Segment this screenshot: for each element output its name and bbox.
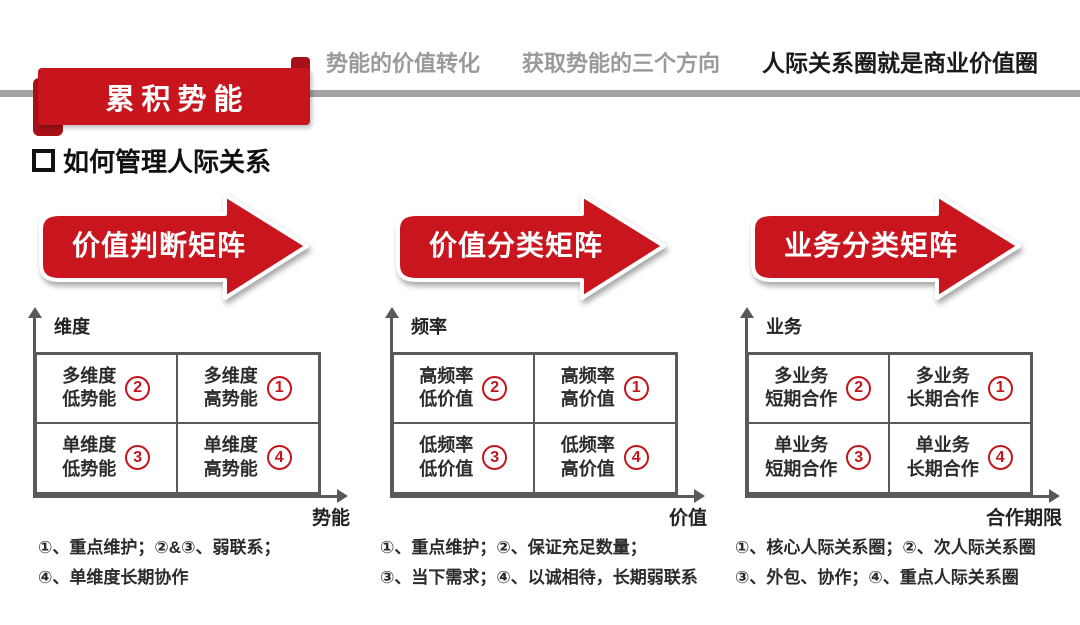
- matrix-cell: 多维度高势能 1: [177, 355, 318, 424]
- cell-line1: 多业务: [774, 365, 829, 386]
- matrix-notes-value-judgment: ①、重点维护；②&③、弱联系； ④、单维度长期协作: [38, 533, 378, 593]
- x-axis-label: 合作期限: [985, 508, 1062, 529]
- arrow-label: 价值判断矩阵: [71, 230, 246, 261]
- slide-nav: 势能的价值转化 获取势能的三个方向 人际关系圈就是商业价值圈: [326, 44, 1038, 78]
- cell-line1: 低频率: [560, 435, 615, 456]
- cell-line2: 高势能: [203, 458, 258, 479]
- circled-number: 4: [987, 445, 1013, 471]
- circled-number: 2: [482, 375, 508, 401]
- x-axis-arrow-icon: [337, 489, 348, 503]
- nav-tab-three-directions[interactable]: 获取势能的三个方向: [522, 51, 721, 76]
- matrix-grid: 高频率低价值 2 高频率高价值 1 低频率低价值 3 低频率高价值 4: [391, 352, 678, 495]
- cell-line1: 多维度: [203, 365, 258, 386]
- right-arrow-icon: [396, 193, 666, 300]
- section-heading: 如何管理人际关系: [32, 142, 271, 179]
- matrix-cell: 低频率低价值 3: [394, 423, 535, 492]
- y-axis-label: 业务: [766, 317, 802, 337]
- cell-line1: 多业务: [915, 365, 970, 386]
- x-axis-line: [745, 495, 1055, 498]
- right-arrow-icon: [39, 193, 309, 300]
- arrow-value-classification: 价值分类矩阵: [392, 188, 674, 300]
- matrix-cell: 单业务短期合作 3: [749, 423, 890, 492]
- right-arrow-icon: [751, 193, 1021, 300]
- matrix-cell: 高频率低价值 2: [394, 355, 535, 424]
- x-axis-label: 价值: [668, 508, 707, 529]
- matrix-grid: 多业务短期合作 2 多业务长期合作 1 单业务短期合作 3 单业务长期合作 4: [746, 352, 1033, 495]
- arrow-label: 价值分类矩阵: [428, 230, 603, 261]
- cell-line1: 多维度: [62, 365, 117, 386]
- x-axis-label: 势能: [311, 508, 350, 529]
- cell-line2: 短期合作: [765, 389, 838, 410]
- y-axis-arrow-icon: [740, 307, 754, 318]
- cell-line2: 低势能: [62, 389, 117, 410]
- matrix-value-classification: 频率 高频率低价值 2 高频率高价值 1 低频率低价值 3 低频率高价值 4 价…: [385, 307, 715, 529]
- cell-line1: 低频率: [419, 435, 474, 456]
- matrix-cell: 多业务短期合作 2: [749, 355, 890, 424]
- matrix-cell: 低频率高价值 4: [535, 424, 676, 493]
- y-axis-label: 频率: [411, 317, 447, 337]
- matrix-cell: 高频率高价值 1: [534, 355, 675, 424]
- cell-line2: 高势能: [203, 389, 258, 410]
- cell-line1: 单维度: [62, 435, 117, 456]
- note-line: ③、外包、协作；④、重点人际关系圈: [735, 567, 1019, 587]
- note-line: ①、重点维护；②&③、弱联系；: [38, 538, 281, 557]
- nav-tab-potential-value[interactable]: 势能的价值转化: [326, 51, 481, 76]
- circled-number: 1: [623, 375, 649, 401]
- matrix-cell: 多维度低势能 2: [37, 355, 178, 424]
- circled-number: 2: [125, 375, 151, 401]
- circled-number: 1: [266, 375, 292, 401]
- cell-line2: 低价值: [419, 389, 474, 410]
- arrow-value-judgment: 价值判断矩阵: [35, 188, 317, 300]
- circled-number: 4: [623, 445, 649, 471]
- arrow-label: 业务分类矩阵: [783, 230, 958, 261]
- x-axis-arrow-icon: [1049, 489, 1060, 503]
- arrow-business-classification: 业务分类矩阵: [747, 188, 1029, 300]
- cell-line1: 单业务: [915, 435, 970, 456]
- matrix-cell: 单维度高势能 4: [178, 424, 319, 493]
- note-line: ④、单维度长期协作: [38, 567, 189, 587]
- cell-line2: 低势能: [62, 458, 117, 479]
- note-line: ①、核心人际关系圈；②、次人际关系圈: [735, 538, 1036, 557]
- matrix-business-classification: 业务 多业务短期合作 2 多业务长期合作 1 单业务短期合作 3 单业务长期合作…: [740, 307, 1070, 529]
- banner-title: 累积势能: [105, 83, 250, 116]
- cell-line1: 单维度: [203, 435, 258, 456]
- square-bullet-icon: [32, 149, 55, 172]
- y-axis-label: 维度: [54, 317, 90, 337]
- x-axis-line: [390, 495, 700, 498]
- circled-number: 1: [987, 375, 1013, 401]
- circled-number: 4: [266, 445, 292, 471]
- ribbon-banner: 累积势能: [38, 68, 310, 125]
- matrix-cell: 单维度低势能 3: [37, 423, 178, 492]
- circled-number: 3: [482, 445, 508, 471]
- circled-number: 3: [125, 445, 151, 471]
- cell-line2: 长期合作: [906, 458, 979, 479]
- x-axis-arrow-icon: [694, 489, 705, 503]
- cell-line2: 长期合作: [906, 389, 979, 410]
- cell-line2: 短期合作: [765, 458, 838, 479]
- circled-number: 3: [846, 445, 872, 471]
- nav-tab-relationship-circle[interactable]: 人际关系圈就是商业价值圈: [762, 50, 1039, 76]
- cell-line2: 低价值: [419, 458, 474, 479]
- cell-line2: 高价值: [560, 389, 615, 410]
- divider-line: [0, 90, 1080, 97]
- note-line: ①、重点维护；②、保证充足数量；: [380, 538, 647, 557]
- section-heading-text: 如何管理人际关系: [63, 147, 272, 177]
- cell-line1: 单业务: [774, 435, 829, 456]
- cell-line2: 高价值: [560, 458, 615, 479]
- matrix-grid: 多维度低势能 2 多维度高势能 1 单维度低势能 3 单维度高势能 4: [34, 352, 321, 495]
- matrix-value-judgment: 维度 多维度低势能 2 多维度高势能 1 单维度低势能 3 单维度高势能 4 势…: [28, 307, 358, 529]
- x-axis-line: [33, 495, 343, 498]
- matrix-cell: 多业务长期合作 1: [889, 355, 1030, 424]
- cell-line1: 高频率: [560, 365, 615, 386]
- matrix-cell: 单业务长期合作 4: [890, 424, 1031, 493]
- cell-line1: 高频率: [419, 365, 474, 386]
- y-axis-arrow-icon: [28, 307, 42, 318]
- y-axis-arrow-icon: [385, 307, 399, 318]
- note-line: ③、当下需求；④、以诚相待，长期弱联系: [380, 567, 698, 587]
- circled-number: 2: [846, 375, 872, 401]
- matrix-notes-value-classification: ①、重点维护；②、保证充足数量； ③、当下需求；④、以诚相待，长期弱联系: [380, 533, 720, 593]
- matrix-notes-business-classification: ①、核心人际关系圈；②、次人际关系圈 ③、外包、协作；④、重点人际关系圈: [735, 533, 1075, 593]
